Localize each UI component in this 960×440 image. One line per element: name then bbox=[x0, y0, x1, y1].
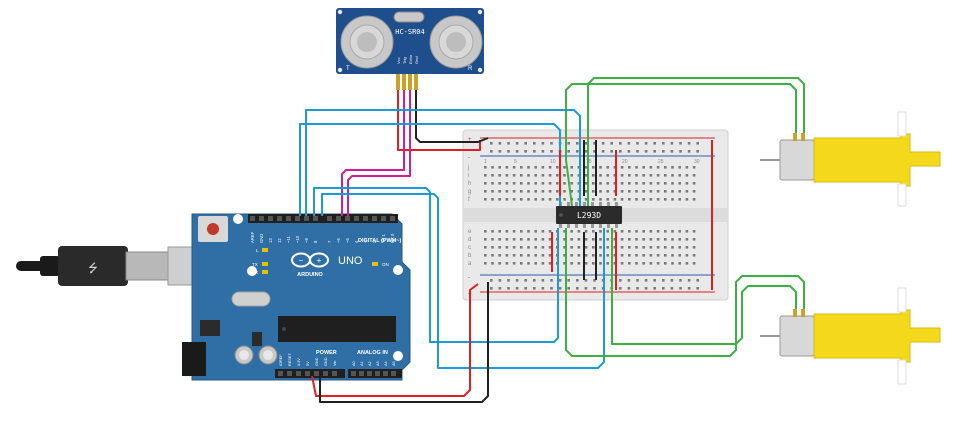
wire-magenta bbox=[347, 90, 411, 216]
reset-button[interactable] bbox=[207, 223, 219, 235]
led-label: L bbox=[256, 248, 259, 253]
sensor-transducer-left bbox=[340, 15, 394, 69]
power-pin-label: Vin bbox=[333, 361, 337, 366]
digital-pin-label: 8 bbox=[313, 240, 318, 243]
digital-pin-label: ~5 bbox=[345, 238, 350, 243]
breadboard-holes bbox=[484, 142, 699, 290]
digital-pin-label: ~10 bbox=[295, 235, 300, 243]
power-pin-label: GND bbox=[315, 357, 319, 366]
sensor-pin-label: Gnd bbox=[414, 56, 419, 64]
atmega-chip bbox=[278, 316, 396, 342]
dc-motor-bottom[interactable] bbox=[760, 287, 941, 385]
digital-pin-label: ~9 bbox=[304, 238, 309, 243]
digital-pin-label: 13 bbox=[268, 238, 273, 243]
column-label: 10 bbox=[550, 159, 556, 165]
row-label: d bbox=[468, 237, 471, 243]
digital-pin-label: GND bbox=[259, 234, 264, 243]
wire-blue bbox=[305, 109, 581, 216]
ultrasonic-sensor[interactable]: HC-SR04 T R Vcc Trig Echo Gnd bbox=[336, 8, 484, 90]
row-label: j bbox=[467, 165, 469, 171]
wire-green bbox=[565, 83, 797, 207]
power-pin-label: 3.3V bbox=[297, 358, 301, 366]
wire-black bbox=[319, 282, 489, 403]
digital-pin-label: 4 bbox=[354, 240, 359, 243]
row-label: h bbox=[468, 181, 471, 187]
row-label: g bbox=[468, 189, 471, 195]
wire-red bbox=[397, 90, 481, 151]
power-pin-label: IOREF bbox=[279, 354, 283, 366]
wires bbox=[299, 77, 805, 403]
usb-cable[interactable]: ⭍ bbox=[16, 246, 209, 286]
analog-pin-label: A1 bbox=[360, 361, 364, 366]
digital-pin-label: ~3 bbox=[363, 238, 368, 243]
sensor-transducer-right bbox=[429, 15, 483, 69]
analog-pin-label: A3 bbox=[376, 361, 380, 366]
wire-green bbox=[587, 77, 805, 206]
svg-text:+: + bbox=[317, 256, 322, 265]
row-label: e bbox=[468, 229, 472, 235]
analog-pin-label: A4 bbox=[384, 361, 388, 366]
column-label: 5 bbox=[514, 159, 517, 165]
analog-pin-label: A0 bbox=[352, 361, 356, 366]
digital-pin-label: TX 1 bbox=[381, 233, 386, 243]
wire-black bbox=[415, 90, 489, 143]
row-label: f bbox=[468, 197, 470, 203]
column-label: 1 bbox=[484, 159, 487, 165]
row-label: c bbox=[468, 245, 471, 251]
digital-pin-label: 12 bbox=[277, 238, 282, 243]
digital-pin-label: 2 bbox=[372, 240, 377, 243]
power-label: POWER bbox=[316, 350, 337, 356]
led-label: ON bbox=[382, 262, 389, 267]
power-jack[interactable] bbox=[182, 342, 206, 376]
digital-pin-label: ~11 bbox=[286, 236, 291, 243]
svg-text:−: − bbox=[299, 256, 304, 265]
ic-label: L293D bbox=[577, 211, 601, 220]
wire-green bbox=[565, 228, 805, 357]
row-label: i bbox=[468, 173, 469, 179]
column-label: 30 bbox=[694, 159, 700, 165]
rail-minus: - bbox=[468, 155, 470, 161]
sensor-label: HC-SR04 bbox=[395, 28, 425, 36]
wire-blue bbox=[321, 193, 605, 369]
column-label: 20 bbox=[622, 159, 628, 165]
wire-magenta bbox=[341, 90, 405, 216]
sensor-pin-label: Echo bbox=[408, 54, 413, 64]
power-pin-label: GND bbox=[324, 357, 328, 366]
sensor-pin-label: Trig bbox=[402, 57, 407, 64]
sensor-corner-label: R bbox=[468, 66, 473, 72]
model-label: UNO bbox=[338, 255, 363, 267]
row-label: a bbox=[468, 261, 472, 267]
analog-pin-label: A5 bbox=[392, 361, 396, 366]
digital-pin-label: AREF bbox=[250, 231, 255, 243]
digital-header[interactable] bbox=[248, 214, 398, 223]
arduino-uno[interactable]: AREF GND 13 12 ~11 ~10 ~9 8 7 ~6 ~5 4 ~3… bbox=[182, 213, 411, 381]
brand-label: ARDUINO bbox=[297, 272, 323, 278]
dc-motor-top[interactable] bbox=[760, 111, 941, 207]
digital-pin-label: ~6 bbox=[336, 238, 341, 243]
rail-plus: + bbox=[468, 137, 472, 143]
arduino-logo: − + bbox=[291, 252, 329, 268]
power-pin-label: RESET bbox=[288, 353, 292, 366]
sensor-corner-label: T bbox=[346, 66, 350, 72]
row-label: b bbox=[468, 253, 472, 259]
digital-label: DIGITAL (PWM~) bbox=[358, 238, 402, 244]
led-label: RX bbox=[252, 270, 258, 275]
digital-pin-label: RX 0 bbox=[390, 233, 395, 243]
analog-pin-label: A2 bbox=[368, 361, 372, 366]
digital-pin-label: 7 bbox=[327, 240, 332, 243]
led-label: TX bbox=[252, 262, 258, 267]
wire-blue bbox=[313, 187, 559, 343]
power-pin-label: 5V bbox=[306, 361, 310, 366]
usb-icon: ⭍ bbox=[88, 261, 98, 275]
rail-minus: - bbox=[468, 275, 470, 281]
column-label: 25 bbox=[658, 159, 664, 165]
wire-green bbox=[611, 228, 797, 345]
wire-red bbox=[311, 283, 479, 397]
sensor-pin-label: Vcc bbox=[396, 57, 401, 64]
analog-label: ANALOG IN bbox=[357, 350, 388, 356]
